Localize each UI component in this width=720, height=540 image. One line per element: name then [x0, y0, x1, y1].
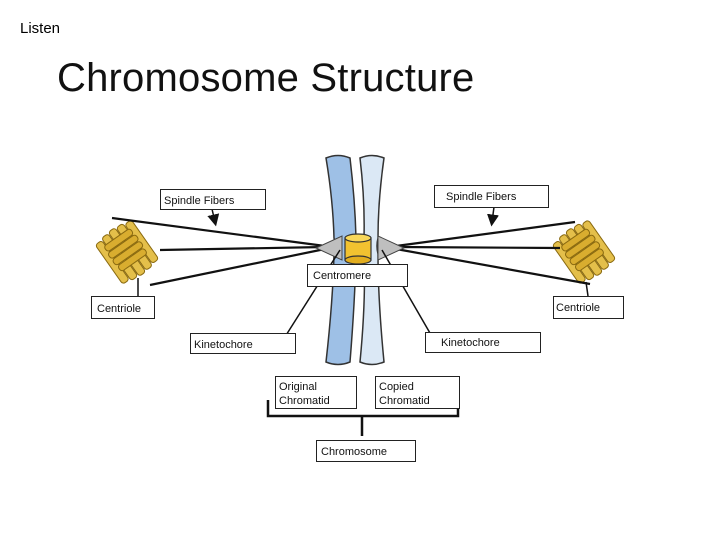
centromere-shape: [344, 233, 372, 265]
original-chromatid-label: Original Chromatid: [275, 376, 357, 409]
copied-chromatid-label: Copied Chromatid: [375, 376, 460, 409]
chromosome-label: Chromosome: [316, 440, 416, 462]
centriole-right-label: Centriole: [553, 296, 624, 319]
centriole-left-label: Centriole: [91, 296, 155, 319]
centromere-label: Centromere: [307, 264, 408, 287]
centriole-left-image: [95, 220, 159, 284]
spindle-fibers-right-label: Spindle Fibers: [434, 185, 549, 208]
kinetochore-left-label: Kinetochore: [190, 333, 296, 354]
slide-title: Chromosome Structure: [57, 56, 475, 100]
spindle-fibers-left-label: Spindle Fibers: [160, 189, 266, 210]
kinetochore-right-shape: [377, 235, 406, 261]
kinetochore-left-shape: [314, 235, 343, 261]
kinetochore-right-label: Kinetochore: [425, 332, 541, 353]
listen-link[interactable]: Listen: [20, 20, 61, 37]
spindle-fibers-right: [395, 220, 591, 286]
spindle-fibers-left: [111, 216, 326, 287]
centriole-right-image: [552, 220, 616, 284]
